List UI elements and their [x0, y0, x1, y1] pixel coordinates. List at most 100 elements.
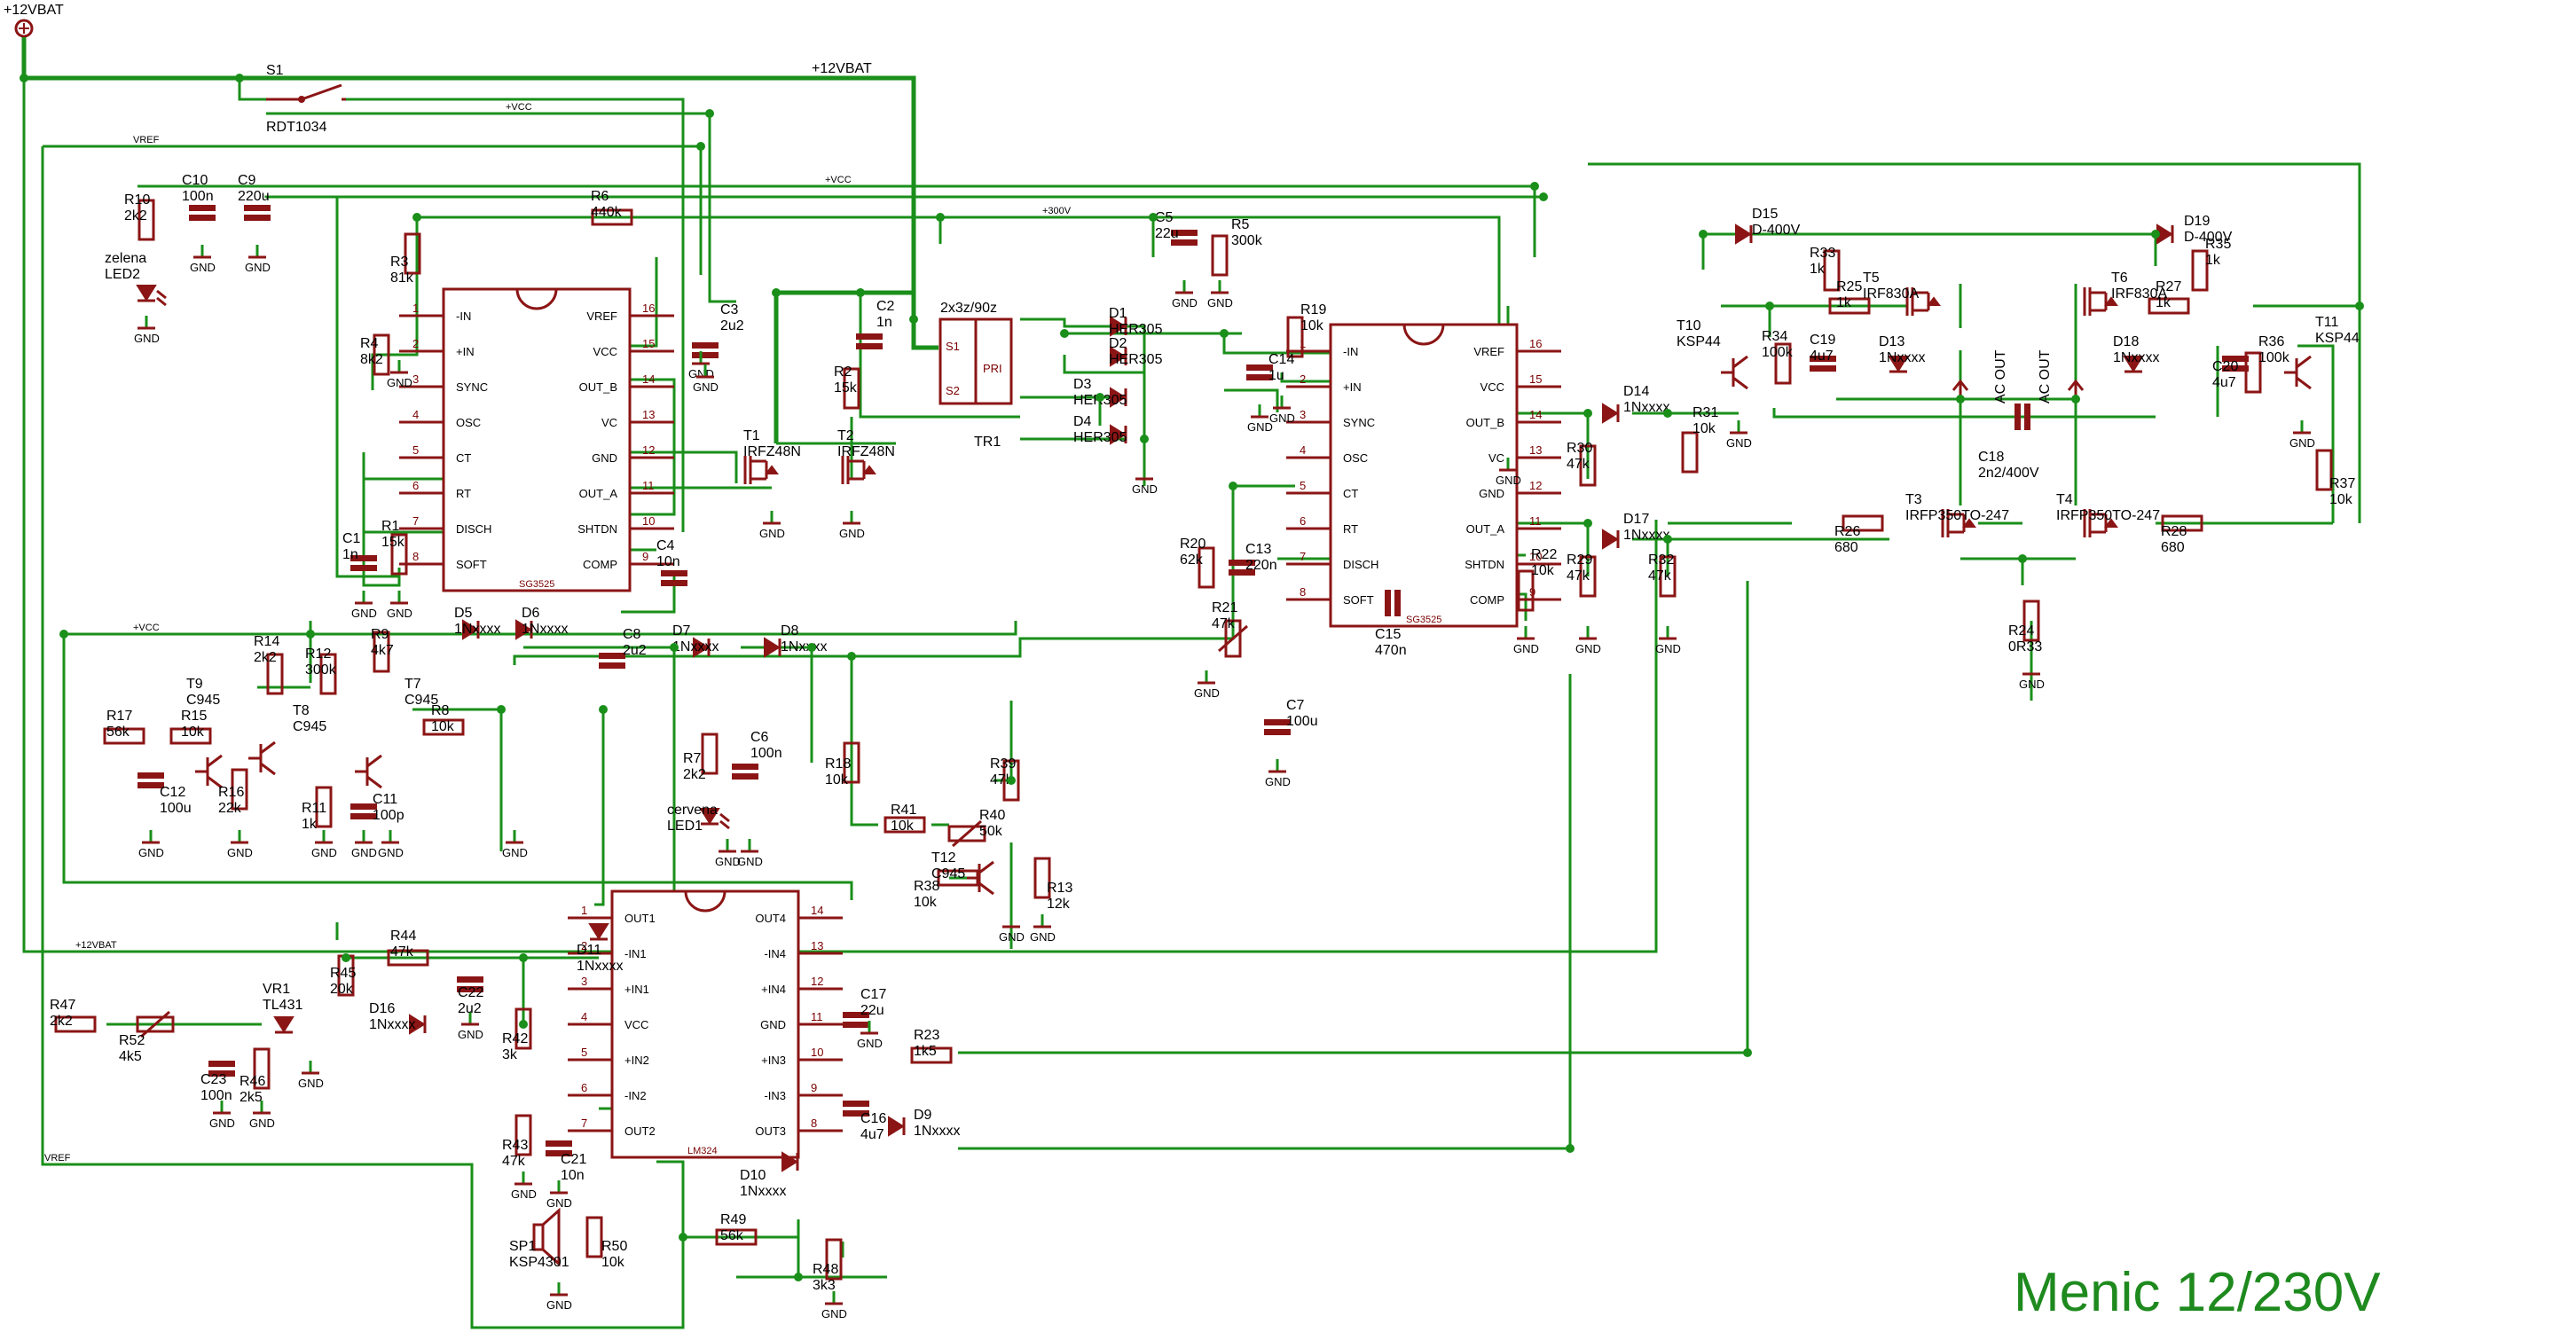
- component-value: 220n: [1245, 558, 1277, 573]
- component-value: HER305: [1109, 322, 1163, 337]
- component-symbol: [1286, 316, 1304, 358]
- component-value: 10n: [656, 554, 680, 569]
- component-ref: R25: [1836, 279, 1862, 294]
- junction-dot: [1743, 1048, 1752, 1057]
- ic-pin-label: CT: [456, 451, 471, 465]
- ic-pin-number: 4: [581, 1010, 587, 1023]
- component-symbol: [350, 555, 377, 571]
- component-ref: R9: [371, 627, 389, 642]
- component-value: 1Nxxxx: [1623, 400, 1669, 415]
- component-ref: R32: [1648, 552, 1674, 568]
- junction-dot: [670, 643, 679, 652]
- gnd-label: GND: [693, 380, 719, 394]
- component-symbol: [136, 1010, 175, 1038]
- junction-dot: [1699, 230, 1708, 239]
- component-ref: R49: [720, 1212, 746, 1227]
- ic-pin-label: GND: [760, 1018, 786, 1031]
- gnd-label: GND: [546, 1298, 572, 1312]
- component-value: 1Nxxxx: [914, 1124, 960, 1139]
- component-symbol: [514, 1114, 532, 1156]
- component-ref: R39: [990, 756, 1016, 772]
- component-symbol: [54, 1015, 97, 1033]
- ac-out-label-1: AC OUT: [1993, 349, 2008, 404]
- junction-dot: [2071, 395, 2080, 404]
- ic-pin-number: 12: [642, 443, 655, 457]
- gnd-label: GND: [857, 1037, 883, 1050]
- ic-pin-label: +IN: [1343, 380, 1362, 394]
- component-ref: T3: [1905, 492, 1922, 507]
- gnd-label: GND: [1132, 482, 1158, 496]
- component-value: C945: [931, 866, 965, 882]
- component-ref: C19: [1810, 333, 1835, 348]
- component-value: 10k: [1300, 318, 1324, 333]
- ground-symbol: GND: [1496, 458, 1521, 487]
- component-ref: R44: [390, 929, 416, 944]
- component-ref: C5: [1155, 210, 1174, 225]
- ic-pin-number: 11: [642, 479, 655, 492]
- junction-dot: [1229, 482, 1237, 490]
- component-ref: R3: [390, 255, 409, 270]
- ic-pin-number: 11: [1529, 514, 1542, 528]
- component-symbol: [1828, 297, 1871, 315]
- component-ref: D4: [1073, 414, 1092, 429]
- junction-dot: [20, 74, 28, 82]
- ic-pin-label: DISCH: [456, 522, 491, 536]
- component-ref: R14: [254, 634, 279, 649]
- component-ref: C3: [720, 302, 739, 317]
- gnd-label: GND: [387, 376, 412, 389]
- ic-pin-label: -IN3: [764, 1089, 786, 1102]
- component-ref: T12: [931, 850, 956, 866]
- gnd-label: GND: [511, 1187, 537, 1201]
- component-symbol: [1517, 569, 1535, 612]
- component-value: 2k5: [240, 1090, 263, 1105]
- ic-sg3525-1: 1-IN2+IN3SYNC4OSC5CT6RT7DISCH8SOFT16VREF…: [399, 287, 674, 592]
- component-symbol: [1198, 546, 1215, 589]
- gnd-label: GND: [688, 367, 714, 380]
- component-ref: D7: [672, 623, 691, 639]
- ground-symbol: GND: [190, 245, 216, 274]
- component-ref: D5: [454, 606, 473, 621]
- junction-dot: [1539, 192, 1548, 201]
- component-symbol: [266, 653, 284, 695]
- gnd-label: GND: [1655, 642, 1681, 655]
- ic-pin-label: SHTDN: [577, 522, 617, 536]
- net-vcc-3: +VCC: [133, 623, 160, 633]
- component-symbol: [169, 727, 212, 745]
- gnd-label: GND: [298, 1077, 324, 1090]
- component-ref: T2: [837, 428, 854, 443]
- ground-symbol: GND: [209, 1101, 235, 1130]
- ic-pin-label: VCC: [1480, 380, 1504, 394]
- gnd-label: GND: [1194, 686, 1220, 700]
- component-ref: R46: [240, 1074, 265, 1089]
- component-value: TL431: [263, 998, 302, 1013]
- component-symbol: [1229, 560, 1255, 576]
- component-value: 1Nxxxx: [2113, 350, 2159, 365]
- component-symbol: [910, 1046, 953, 1064]
- ic-sg3525-2: 1-IN2+IN3SYNC4OSC5CT6RT7DISCH8SOFT16VREF…: [1286, 323, 1561, 628]
- component-symbol: [189, 205, 216, 221]
- component-symbol: [462, 619, 480, 640]
- ic-pin-number: 4: [1300, 443, 1306, 457]
- ground-symbol: GND: [715, 839, 741, 868]
- component-ref: C7: [1286, 698, 1305, 713]
- ic-pin-label: RT: [456, 487, 471, 500]
- component-value: 4u7: [1810, 349, 1834, 364]
- component-ref: D19: [2184, 214, 2210, 229]
- component-symbol: [273, 1016, 295, 1034]
- ic-pin-number: 15: [642, 337, 655, 350]
- component-ref: R11: [302, 801, 326, 816]
- component-ref: R37: [2329, 476, 2355, 491]
- component-symbol: [137, 772, 164, 788]
- gnd-label: GND: [311, 846, 337, 859]
- gnd-label: GND: [737, 855, 763, 868]
- junction-dot: [1530, 182, 1539, 191]
- component-symbol: [137, 199, 155, 241]
- ground-symbol: GND: [351, 591, 377, 620]
- component-value: 2u2: [458, 1001, 482, 1016]
- component-symbol: [136, 285, 167, 307]
- ic-pin-number: 7: [581, 1117, 587, 1130]
- ac-out-terminals: AC OUT AC OUT: [1952, 349, 2085, 404]
- ic-pin-number: 2: [412, 337, 419, 350]
- component-value: 1k: [2205, 253, 2221, 268]
